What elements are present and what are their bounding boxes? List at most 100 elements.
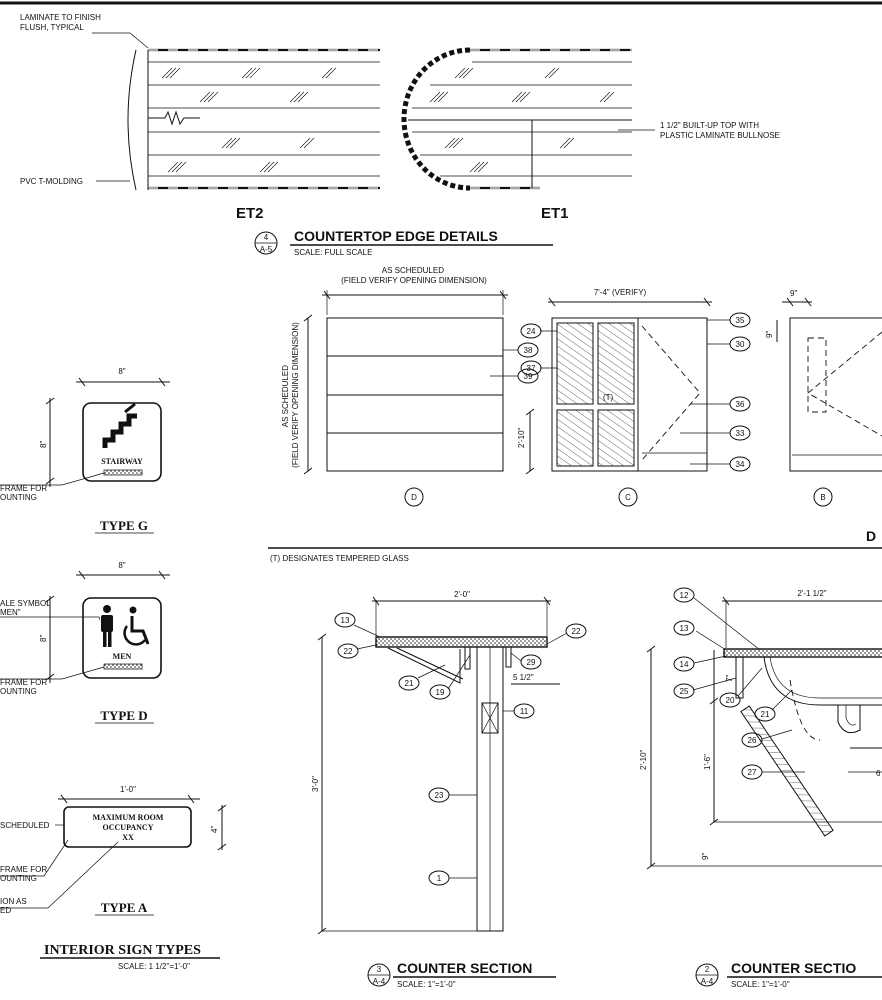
label-et2: ET2 <box>236 205 264 222</box>
title-countertop-edge-details: 4 A-5 COUNTERTOP EDGE DETAILS SCALE: FUL… <box>254 228 553 257</box>
callout-built-up-line1: 1 1/2" BUILT-UP TOP WITH <box>660 121 759 130</box>
callout-pvc-t-molding: PVC T-MOLDING <box>20 177 83 186</box>
svg-text:36: 36 <box>736 400 745 409</box>
section2-width: 2'-1 1/2" <box>797 589 826 598</box>
door-d-height-label: AS SCHEDULED (FIELD VERIFY OPENING DIMEN… <box>281 322 300 468</box>
svg-text:29: 29 <box>527 658 536 667</box>
door-c-width-label: 7'-4" (VERIFY) <box>594 288 647 297</box>
door-d-height-line2: (FIELD VERIFY OPENING DIMENSION) <box>291 322 300 468</box>
wheelchair-icon <box>123 606 150 646</box>
type-d-callout-frame: FRAME FOR OUNTING <box>0 678 49 696</box>
section2-dim-9: 9" <box>701 853 710 860</box>
type-a-label: TYPE A <box>101 900 148 915</box>
type-a-callout-frame: FRAME FOR OUNTING <box>0 865 49 883</box>
door-c-label: C <box>625 493 631 502</box>
svg-text:13: 13 <box>341 616 350 625</box>
type-a-width: 1'-0" <box>120 785 136 794</box>
type-g-insert-frame <box>103 469 143 476</box>
door-b-height-label: 9" <box>765 331 774 338</box>
door-d-width-line2: (FIELD VERIFY OPENING DIMENSION) <box>341 276 487 285</box>
type-g-callout-frame: FRAME FOR OUNTING <box>0 484 49 502</box>
type-a-frame-line2: OUNTING <box>0 874 37 883</box>
title-text-section-2: COUNTER SECTIO <box>731 960 856 976</box>
door-c-height-label: 2'-10" <box>517 427 526 448</box>
tag-25: 25 <box>673 683 695 699</box>
type-a-height: 4" <box>210 826 219 833</box>
svg-text:23: 23 <box>435 791 444 800</box>
scale-edge-details: SCALE: FULL SCALE <box>294 248 372 257</box>
tempered-mark: (T) <box>603 393 614 402</box>
man-icon <box>101 605 113 647</box>
countertop-edge-details: LAMINATE TO FINISH FLUSH, TYPICAL PVC T-… <box>20 13 780 257</box>
type-g-width: 8" <box>118 367 125 376</box>
svg-text:25: 25 <box>680 687 689 696</box>
callout-built-up-top: 1 1/2" BUILT-UP TOP WITH PLASTIC LAMINAT… <box>660 121 780 140</box>
tag-13-s2: 13 <box>673 620 695 636</box>
type-d-sign-text: MEN <box>113 652 132 661</box>
tag-1: 1 <box>428 870 450 886</box>
door-d-width-line1: AS SCHEDULED <box>382 266 444 275</box>
tag-27: 27 <box>741 764 763 780</box>
title-text-section-3: COUNTER SECTION <box>397 960 532 976</box>
section2-dim-7: 7" <box>725 675 734 682</box>
tag-13: 13 <box>334 612 356 628</box>
type-a-line2: OCCUPANCY <box>103 823 154 832</box>
tag-37: 37 <box>520 360 542 376</box>
door-elevations: AS SCHEDULED (FIELD VERIFY OPENING DIMEN… <box>268 266 882 563</box>
counter-section-2: 2'-1 1/2" 2'-10" 1'-6" 7" 9" 6 <box>639 587 882 989</box>
type-a-callout-location: ION AS ED <box>0 897 29 915</box>
sign-type-d: 8" 8" MEN ALE SYMBO <box>0 561 170 724</box>
door-b-label: B <box>820 493 825 502</box>
section2-dim-1-6: 1'-6" <box>703 754 712 770</box>
type-g-frame-line2: OUNTING <box>0 493 37 502</box>
type-d-width: 8" <box>118 561 125 570</box>
callout-laminate-line1: LAMINATE TO FINISH <box>20 13 101 22</box>
door-b-width-label: 9" <box>790 289 797 298</box>
svg-text:22: 22 <box>344 647 353 656</box>
svg-text:19: 19 <box>436 688 445 697</box>
type-d-height: 8" <box>39 635 48 642</box>
svg-text:35: 35 <box>736 316 745 325</box>
tag-23: 23 <box>428 787 450 803</box>
tag-30: 30 <box>729 336 751 352</box>
sign-type-g: 8" 8" STAIRWAY FRAME FOR OUNTING TYPE G <box>0 367 170 534</box>
callout-built-up-line2: PLASTIC LAMINATE BULLNOSE <box>660 131 780 140</box>
tag-33: 33 <box>729 425 751 441</box>
tag-24: 24 <box>520 323 542 339</box>
section2-dim-partial: 6 <box>876 769 881 778</box>
tag-19: 19 <box>429 684 451 700</box>
section3-width: 2'-0" <box>454 590 470 599</box>
tag-21-s2: 21 <box>754 706 776 722</box>
scale-section-3: SCALE: 1"=1'-0" <box>397 980 456 989</box>
tag-26: 26 <box>741 732 763 748</box>
svg-text:11: 11 <box>520 707 529 716</box>
tempered-glass-note: (T) DESIGNATES TEMPERED GLASS <box>270 554 409 563</box>
title-counter-section-2: 2 A-4 COUNTER SECTIO SCALE: 1"=1'-0" <box>695 960 882 989</box>
type-a-line1: MAXIMUM ROOM <box>93 813 164 822</box>
door-title-fragment: D <box>866 528 876 544</box>
type-g-height: 8" <box>39 441 48 448</box>
tag-35: 35 <box>729 312 751 328</box>
svg-text:20: 20 <box>726 696 735 705</box>
tag-36: 36 <box>729 396 751 412</box>
tag-29: 29 <box>520 654 542 670</box>
counter-section-3: 2'-0" 3'-0" 5 1/2" 13 22 22 29 <box>311 590 587 989</box>
countertop-slab-3 <box>375 636 548 648</box>
door-d-height-line1: AS SCHEDULED <box>281 365 290 427</box>
svg-text:27: 27 <box>748 768 757 777</box>
svg-text:21: 21 <box>405 679 414 688</box>
title-interior-sign-types: INTERIOR SIGN TYPES <box>44 943 201 958</box>
door-b: 9" 9" B <box>765 289 882 507</box>
type-d-insert-frame <box>103 663 143 670</box>
scale-interior-signs: SCALE: 1 1/2"=1'-0" <box>118 962 190 971</box>
svg-text:1: 1 <box>437 874 442 883</box>
type-g-sign-text: STAIRWAY <box>101 457 143 466</box>
ref-number-4: 4 <box>264 233 269 242</box>
svg-text:21: 21 <box>761 710 770 719</box>
type-a-location-line1: ION AS <box>0 897 27 906</box>
svg-text:39: 39 <box>524 372 533 381</box>
svg-text:22: 22 <box>572 627 581 636</box>
edge-detail-et2: LAMINATE TO FINISH FLUSH, TYPICAL PVC T-… <box>20 13 380 222</box>
tag-39: 39 <box>517 368 539 384</box>
